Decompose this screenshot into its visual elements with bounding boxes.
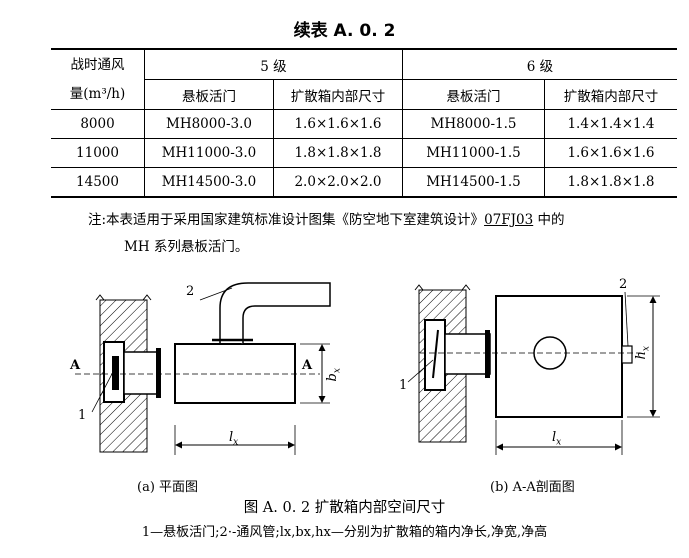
label-valve-b: 1: [399, 378, 408, 393]
table-row: 11000 MH11000-3.0 1.8×1.8×1.8 MH11000-1.…: [51, 138, 677, 168]
box-a: [174, 343, 296, 404]
caption-plan: (a) 平面图: [137, 480, 199, 495]
table-title: 续表 A. 0. 2: [293, 21, 396, 41]
header-grade5: 5 级: [144, 48, 403, 80]
flange-a: [156, 348, 161, 398]
subheader-valve-5: 悬板活门: [144, 79, 274, 110]
cell-valve5: MH14500-3.0: [144, 167, 274, 198]
cell-size6: 1.6×1.6×1.6: [544, 138, 677, 168]
section-mark-left: A: [70, 358, 81, 373]
cell-size6: 1.4×1.4×1.4: [544, 109, 677, 139]
cell-size5: 1.8×1.8×1.8: [273, 138, 403, 168]
subheader-valve-6: 悬板活门: [402, 79, 545, 110]
label-valve-a: 1: [78, 408, 87, 423]
vent-pipe-a: [219, 282, 331, 344]
dim-height: hx: [633, 346, 652, 360]
figure-title: 图 A. 0. 2 扩散箱内部空间尺寸: [243, 500, 446, 516]
header-flow: 战时通风 量(m³/h): [51, 48, 145, 110]
cell-valve6: MH11000-1.5: [402, 138, 545, 168]
table-note: 注:本表适用于采用国家建筑标准设计图集《防空地下室建筑设计》07FJ03 中的 …: [88, 207, 673, 261]
figure-legend: 1—悬板活门;2·-通风管;lx,bx,hx—分别为扩散箱的箱内净长,净宽,净高: [141, 525, 548, 540]
diagram: [75, 282, 660, 455]
dim-length-b: lx: [552, 430, 562, 448]
cell-flow: 8000: [51, 109, 145, 139]
label-pipe-b: 2: [619, 277, 628, 292]
cell-valve5: MH11000-3.0: [144, 138, 274, 168]
cell-flow: 11000: [51, 138, 145, 168]
cell-size6: 1.8×1.8×1.8: [544, 167, 677, 198]
subheader-size-6: 扩散箱内部尺寸: [544, 79, 677, 110]
cell-size5: 2.0×2.0×2.0: [273, 167, 403, 198]
label-pipe-a: 2: [186, 284, 195, 299]
table-row: 8000 MH8000-3.0 1.6×1.6×1.6 MH8000-1.5 1…: [51, 109, 677, 139]
valve-plate: [112, 356, 119, 390]
table-row: 14500 MH14500-3.0 2.0×2.0×2.0 MH14500-1.…: [51, 167, 677, 198]
plan-view: [75, 282, 331, 455]
cell-valve6: MH8000-1.5: [402, 109, 545, 139]
standard-code: 07FJ03: [484, 212, 534, 228]
cell-size5: 1.6×1.6×1.6: [273, 109, 403, 139]
duct-a: [123, 351, 161, 395]
section-mark-right: A: [302, 358, 313, 373]
subheader-size-5: 扩散箱内部尺寸: [273, 79, 403, 110]
wall-break: [95, 294, 152, 301]
note-line2: MH 系列悬板活门。: [124, 239, 249, 255]
dim-width: bx: [324, 368, 343, 382]
dim-length-a: lx: [229, 430, 239, 448]
section-view: [407, 284, 660, 455]
duct-b: [444, 333, 491, 375]
cell-valve6: MH14500-1.5: [402, 167, 545, 198]
cell-flow: 14500: [51, 167, 145, 198]
cell-valve5: MH8000-3.0: [144, 109, 274, 139]
caption-section: (b) A-A剖面图: [490, 480, 575, 495]
header-grade6: 6 级: [402, 48, 677, 80]
spec-table: 战时通风 量(m³/h) 5 级 6 级 悬板活门 扩散箱内部尺寸 悬板活门 扩…: [51, 48, 677, 198]
